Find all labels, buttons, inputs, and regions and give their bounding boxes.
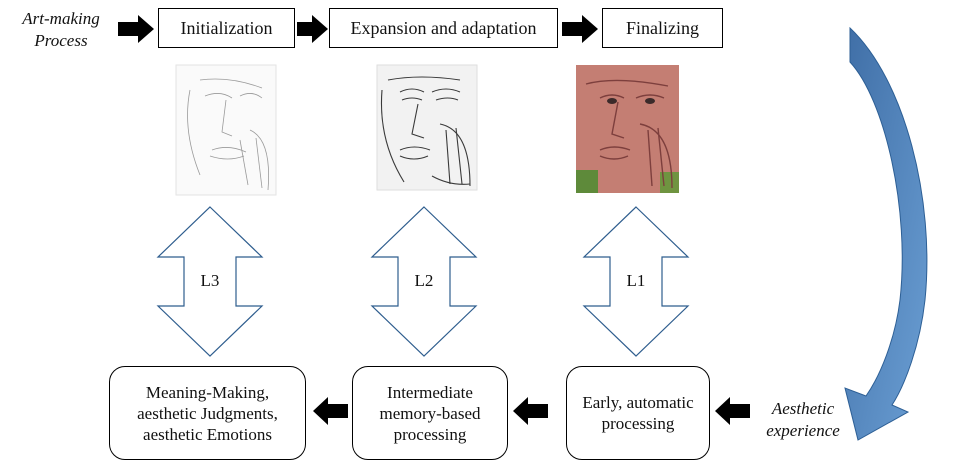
initial-sketch-image (175, 64, 277, 196)
meaning-making-line3: aesthetic Emotions (143, 424, 272, 444)
intermediate-line1: Intermediate (387, 382, 473, 402)
arrow-right-icon (562, 15, 598, 43)
intermediate-line3: processing (393, 424, 467, 444)
processing-box-early: Early, automatic processing (566, 366, 710, 460)
art-making-line1: Art-making (22, 9, 100, 28)
intermediate-line2: memory-based (379, 403, 481, 423)
arrow-left-icon (313, 397, 348, 425)
aesthetic-line1: Aesthetic (771, 399, 835, 418)
arrow-right-icon (297, 15, 328, 43)
aesthetic-line2: experience (766, 421, 840, 440)
curved-arrow-icon (844, 26, 928, 441)
stage-initialization: Initialization (158, 8, 295, 48)
arrow-right-icon (118, 15, 154, 43)
arrow-left-icon (513, 397, 548, 425)
early-line2: processing (601, 414, 675, 433)
double-arrow-icon (370, 206, 478, 357)
stage-finalizing-label: Finalizing (626, 17, 699, 38)
aesthetic-experience-label: Aesthetic experience (748, 398, 858, 442)
art-making-process-label: Art-making Process (6, 8, 116, 52)
processing-box-meaning-making: Meaning-Making, aesthetic Judgments, aes… (109, 366, 306, 460)
level-label-l3: L3 (200, 271, 220, 290)
stage-expansion-label: Expansion and adaptation (350, 17, 537, 38)
level-label-l2: L2 (414, 271, 434, 290)
meaning-making-line1: Meaning-Making, (145, 382, 270, 402)
early-line1: Early, automatic (582, 393, 694, 412)
processing-box-intermediate: Intermediate memory-based processing (352, 366, 508, 460)
final-painting-image (576, 65, 679, 193)
art-making-line2: Process (34, 31, 88, 50)
stage-expansion-adaptation: Expansion and adaptation (329, 8, 558, 48)
meaning-making-line2: aesthetic Judgments, (137, 403, 278, 423)
double-arrow-icon (582, 206, 690, 357)
expanded-sketch-image (376, 64, 478, 191)
stage-initialization-label: Initialization (180, 17, 273, 38)
level-label-l1: L1 (626, 271, 646, 290)
double-arrow-icon (156, 206, 264, 357)
arrow-left-icon (715, 397, 750, 425)
stage-finalizing: Finalizing (602, 8, 723, 48)
